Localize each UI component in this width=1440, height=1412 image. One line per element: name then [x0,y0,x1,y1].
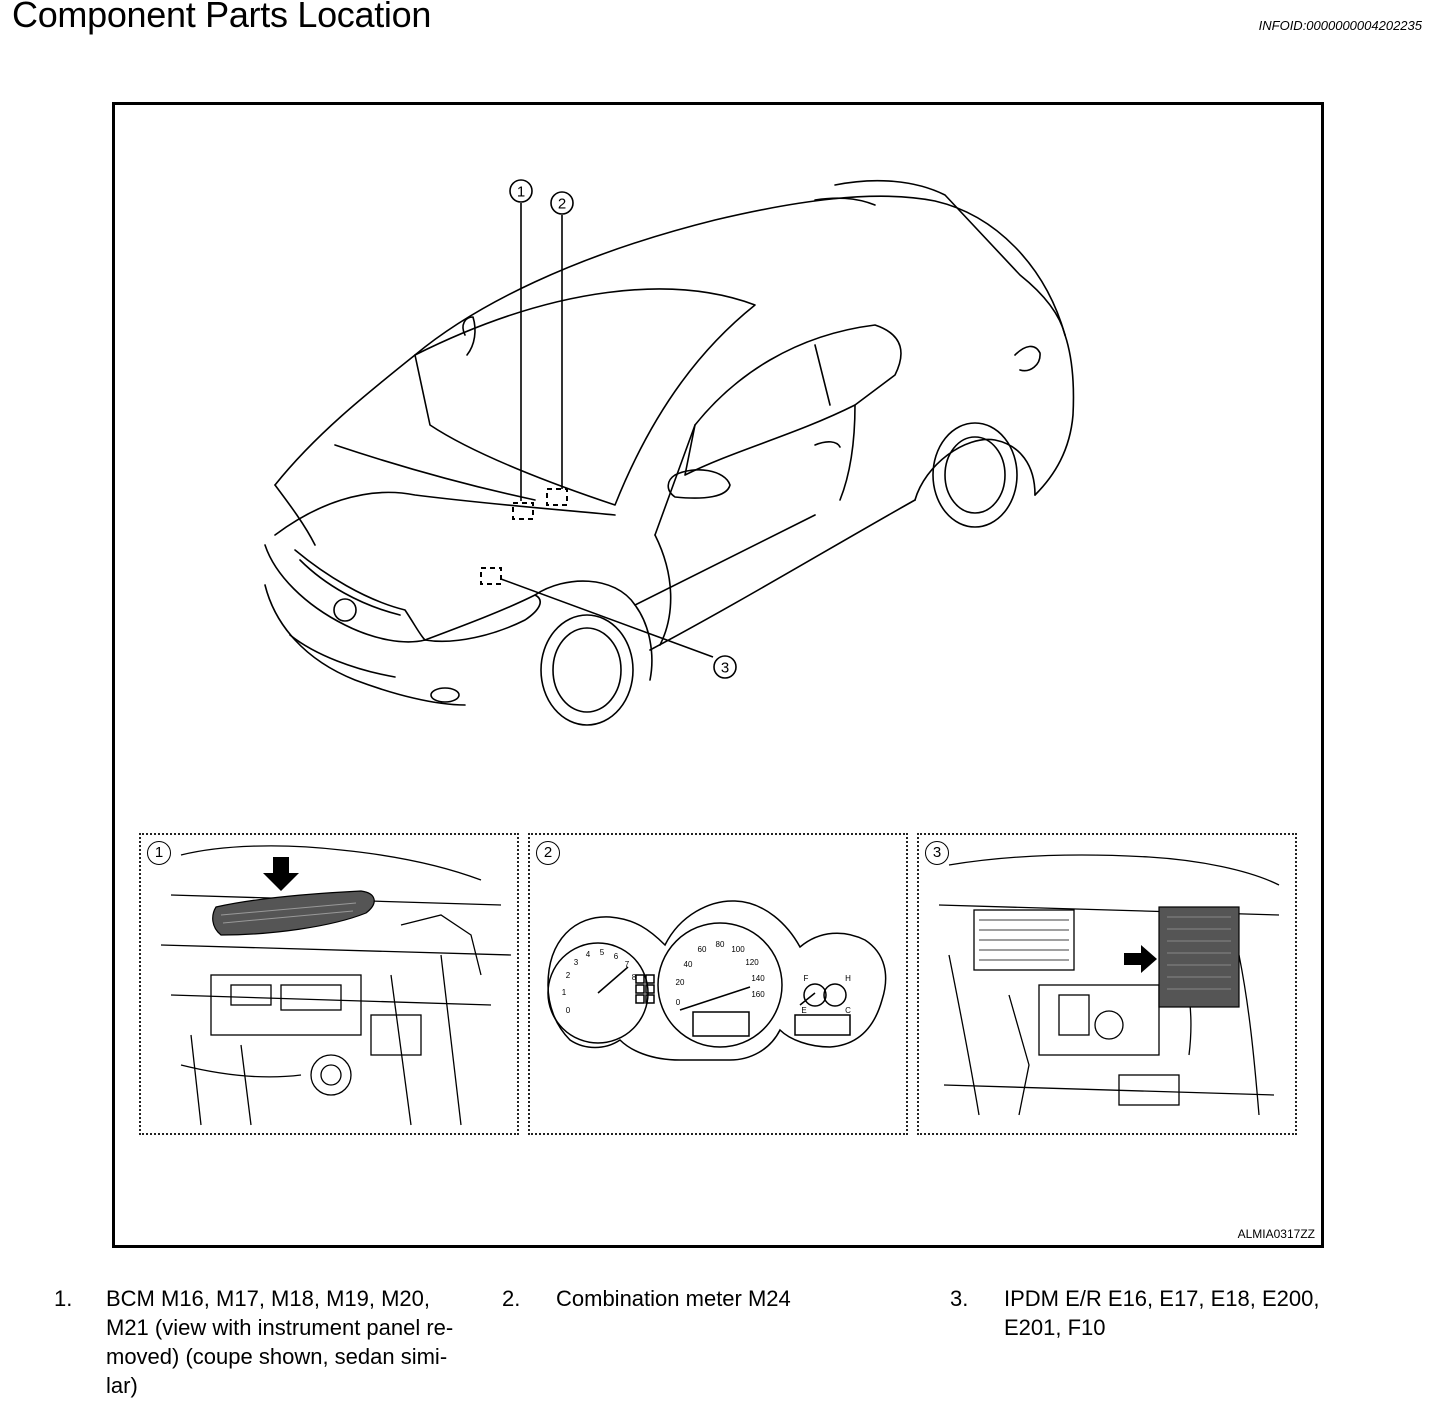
combination-meter-illustration: 0 1 2 3 4 5 6 7 8 0 20 40 60 80 100 120 … [547,900,887,1061]
speed-label-140: 140 [751,974,765,983]
detail-panel-combination-meter: 0 1 2 3 4 5 6 7 8 0 20 40 60 80 100 120 … [528,833,908,1135]
tach-label-8: 8 [632,973,637,982]
speed-label-20: 20 [676,978,685,987]
bcm-detail-illustration [160,845,512,1126]
info-id: INFOID:0000000004202235 [1258,18,1422,33]
tach-label-6: 6 [614,952,619,961]
figure-id: ALMIA0317ZZ [1237,1227,1315,1241]
tach-label-2: 2 [566,971,571,980]
legend-number: 2. [502,1286,521,1311]
temp-label-h: H [845,974,851,983]
speed-label-120: 120 [745,958,759,967]
legend-line: moved) (coupe shown, sedan simi- [106,1344,448,1369]
tach-label-0: 0 [566,1006,571,1015]
tach-label-7: 7 [625,960,630,969]
legend-line: M21 (view with instrument panel re- [106,1315,454,1340]
callout-2: 2 [558,196,566,213]
component-location-figure: 1 2 3 1 [112,102,1324,1248]
panel-number-2: 2 [536,841,560,865]
ipdm-detail-illustration [938,854,1280,1116]
detail-panel-bcm: 1 [139,833,519,1135]
legend-number: 3. [950,1286,969,1311]
legend-line: E201, F10 [1004,1315,1106,1340]
legend-line: IPDM E/R E16, E17, E18, E200, [1004,1286,1320,1311]
page-title: Component Parts Location [12,0,432,35]
car-illustration: 1 2 3 [264,179,1075,726]
component-legend: 1. BCM M16, M17, M18, M19, M20, M21 (vie… [0,1284,1440,1404]
speed-label-40: 40 [684,960,693,969]
ipdm-unit [1158,906,1240,1008]
down-arrow-icon [263,857,299,891]
bcm-unit [212,890,375,936]
temp-label-c: C [845,1006,851,1015]
speed-label-0: 0 [676,998,681,1007]
panel-number-1: 1 [147,841,171,865]
legend-line: Combination meter M24 [556,1286,791,1311]
speed-label-100: 100 [731,945,745,954]
legend-number: 1. [54,1286,73,1311]
fuel-label-e: E [801,1006,806,1015]
callout-1: 1 [517,184,525,201]
fuel-label-f: F [804,974,809,983]
callout-3: 3 [721,660,729,677]
speed-label-80: 80 [716,940,725,949]
panel-number-3: 3 [925,841,949,865]
tach-label-3: 3 [574,958,579,967]
tach-label-1: 1 [562,988,567,997]
right-arrow-icon [1124,945,1157,973]
tach-label-5: 5 [600,948,605,957]
speed-label-160: 160 [751,990,765,999]
legend-line: BCM M16, M17, M18, M19, M20, [106,1286,430,1311]
speed-label-60: 60 [698,945,707,954]
tach-label-4: 4 [586,950,591,959]
legend-line: lar) [106,1373,138,1398]
detail-panel-ipdm: 3 [917,833,1297,1135]
